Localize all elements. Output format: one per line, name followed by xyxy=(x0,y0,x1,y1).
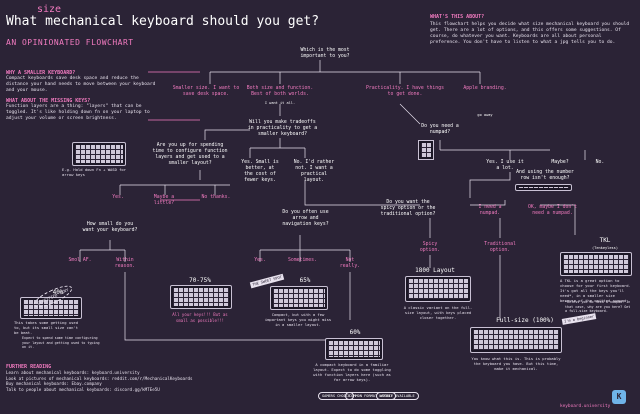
about-body: This flowchart helps you decide what siz… xyxy=(430,22,630,45)
node-need-numpad: Do you need a numpad? xyxy=(421,124,459,135)
node-traditional: Traditional option. xyxy=(484,242,516,253)
tkl-note: *Unless you do need a numpad. In that ca… xyxy=(565,300,631,313)
node-root-question: Which is the most important to you? xyxy=(300,48,350,59)
node-need-numpad2: I need a numpad. xyxy=(478,205,502,216)
number-row-illustration xyxy=(515,184,572,191)
node-number-row: And using the number row isn't enough? xyxy=(516,170,574,181)
node-sometimes: Sometimes. xyxy=(288,258,317,263)
why-smaller-section: WHY A SMALLER KEYBOARD? Compact keyboard… xyxy=(6,70,156,94)
further-reading-line[interactable]: Learn about mechanical keyboards: keyboa… xyxy=(6,370,140,375)
pill-common-format: COMMON FORMAT LAYOUT xyxy=(345,392,397,400)
missing-keys-heading: WHAT ABOUT THE MISSING KEYS? xyxy=(6,98,91,104)
layout-40-description: This takes some getting used to, but its… xyxy=(14,320,79,335)
further-reading-heading: FURTHER READING xyxy=(6,364,52,370)
tkl-keyboard xyxy=(560,252,632,276)
title-superscript: size xyxy=(37,4,62,15)
layout-60-label: 60% xyxy=(349,329,361,336)
layout-70-label: 70-75% xyxy=(189,277,211,284)
footer-url[interactable]: keyboard.university xyxy=(560,404,611,409)
node-practicality: Practicality. I have things to get done. xyxy=(366,86,444,97)
node-how-small: How small do you want your keyboard? xyxy=(82,222,138,233)
node-tradeoffs: Will you make tradeoffs in practicality … xyxy=(247,120,318,137)
layout-65-keyboard xyxy=(270,286,328,310)
node-maybe: Maybe? xyxy=(551,160,569,165)
layout-65-label: 65% xyxy=(299,277,311,284)
tkl-label: TKL xyxy=(599,237,611,244)
about-heading: WHAT'S THIS ABOUT? xyxy=(430,14,485,20)
node-both-note: I want it all. xyxy=(264,101,296,105)
node-spicy: Spicy option. xyxy=(419,242,441,253)
layout-1800-label: 1800 Layout xyxy=(415,267,455,274)
layout-full-label: Full-size (100%) xyxy=(496,317,554,324)
node-rather-not: No. I'd rather not. I want a practical l… xyxy=(293,160,335,183)
layout-65-description: Compact, but with a few important keys y… xyxy=(264,312,332,327)
pill-gamers-choice: GAMERS CHOICE xyxy=(318,392,355,400)
about-section: WHAT'S THIS ABOUT? This flowchart helps … xyxy=(430,14,630,46)
node-not-really: Not really. xyxy=(339,258,361,269)
node-yes: Yes. xyxy=(112,195,124,200)
pill-widely-available: WIDELY AVAILABLE xyxy=(376,392,419,400)
layout-70-description: All your keys!!! But as small as possibl… xyxy=(172,312,228,323)
page-subtitle: AN OPINIONATED FLOWCHART xyxy=(6,38,134,47)
further-reading-line[interactable]: Look at pictures of mechanical keyboards… xyxy=(6,375,193,381)
layout-40-keyboard xyxy=(20,297,82,319)
further-reading-line[interactable]: Talk to people about mechanical keyboard… xyxy=(6,386,160,392)
node-arrow-nav: Do you often use arrow and navigation ke… xyxy=(282,210,329,227)
layout-60-keyboard xyxy=(325,338,383,360)
node-yes-lot: Yes. I use it a lot. xyxy=(486,160,524,171)
layout-1800-description: A classic variant on the full-size layou… xyxy=(403,305,473,320)
node-smol: Smol AF. xyxy=(68,258,92,263)
layout-40-label: 40% xyxy=(52,289,64,296)
layout-1800-keyboard xyxy=(405,276,471,302)
layout-60-description: A compact keyboard in a familiar layout.… xyxy=(313,362,391,382)
missing-keys-body: Function layers are a thing: "layers" th… xyxy=(6,104,150,121)
further-reading-section: FURTHER READING Learn about mechanical k… xyxy=(6,364,206,392)
node-spending: Are you up for spending time to configur… xyxy=(152,143,228,166)
title-main: mechanical keyboard should you get? xyxy=(45,14,320,29)
layout-40-note: Expect to spend some time configuring yo… xyxy=(22,336,100,349)
node-both: Both size and function. Best of both wor… xyxy=(246,86,314,97)
page-title: What mechanical keyboard should you get? xyxy=(6,14,319,29)
numpad-illustration xyxy=(418,140,434,160)
node-apple: Apple branding. xyxy=(463,86,507,91)
missing-keys-section: WHAT ABOUT THE MISSING KEYS? Function la… xyxy=(6,98,156,122)
why-smaller-body: Compact keyboards save desk space and re… xyxy=(6,76,156,93)
missing-keys-caption: E.g. Hold down Fn + WASD for arrow keys xyxy=(62,167,127,177)
layout-full-keyboard xyxy=(470,327,562,353)
node-maybe-little: Maybe a little? xyxy=(153,195,175,206)
node-yes2: Yes. xyxy=(254,258,266,263)
tkl-description: A TKL is a great option to choose for yo… xyxy=(560,278,631,303)
node-no-thanks: No thanks. xyxy=(201,195,231,200)
node-ok-maybe: OK, maybe I don't need a numpad. xyxy=(527,205,578,216)
node-go-away: go away xyxy=(477,113,493,117)
why-smaller-heading: WHY A SMALLER KEYBOARD? xyxy=(6,70,76,76)
tkl-sublabel: (Tenkeyless) xyxy=(592,246,618,250)
node-spicy-question: Do you want the spicy option or the trad… xyxy=(380,200,436,217)
title-prefix: What xyxy=(6,14,46,29)
layout-full-description: You know what this is. This is probably … xyxy=(471,356,561,371)
node-no: No. xyxy=(595,160,605,165)
layout-70-keyboard xyxy=(170,285,232,309)
node-smaller: Smaller size. I want to save desk space. xyxy=(172,86,240,97)
mini-keyboard-illustration xyxy=(72,142,126,166)
node-within-reason: Within reason. xyxy=(114,258,136,269)
keyboard-university-logo: K xyxy=(612,390,626,404)
further-reading-line[interactable]: Buy mechanical keyboards: Ebay.company xyxy=(6,381,102,386)
node-small-better: Yes. Small is better, at the cost of few… xyxy=(241,160,279,183)
